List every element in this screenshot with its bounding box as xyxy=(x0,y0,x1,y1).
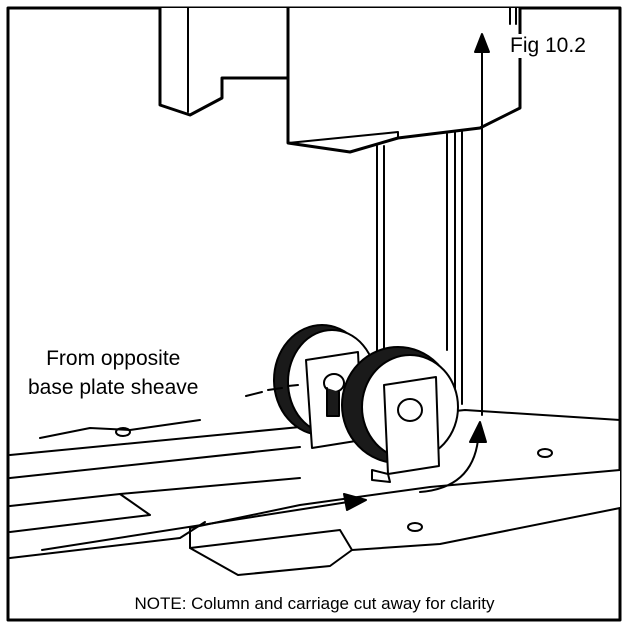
base-plate xyxy=(9,409,621,576)
clarity-note: NOTE: Column and carriage cut away for c… xyxy=(134,594,495,613)
diagonal-arrow xyxy=(41,501,349,551)
arrows xyxy=(41,33,490,551)
front-sheave xyxy=(341,346,459,483)
curved-arrow-head xyxy=(469,421,487,443)
guide-rods xyxy=(376,129,463,405)
curved-arrow xyxy=(419,439,479,493)
callout-line-2: base plate sheave xyxy=(28,376,199,399)
figure-label: Fig 10.2 xyxy=(508,34,588,58)
plate-hole xyxy=(407,522,423,532)
carriage-block xyxy=(158,6,522,154)
vertical-arrow-head xyxy=(474,33,490,53)
callout-leader xyxy=(245,384,299,397)
diagonal-arrow-head xyxy=(343,493,367,511)
plate-hole xyxy=(537,448,553,458)
plate-hole xyxy=(115,427,131,437)
callout-label: From opposite base plate sheave xyxy=(26,344,201,402)
callout-line-1: From opposite xyxy=(46,347,181,370)
